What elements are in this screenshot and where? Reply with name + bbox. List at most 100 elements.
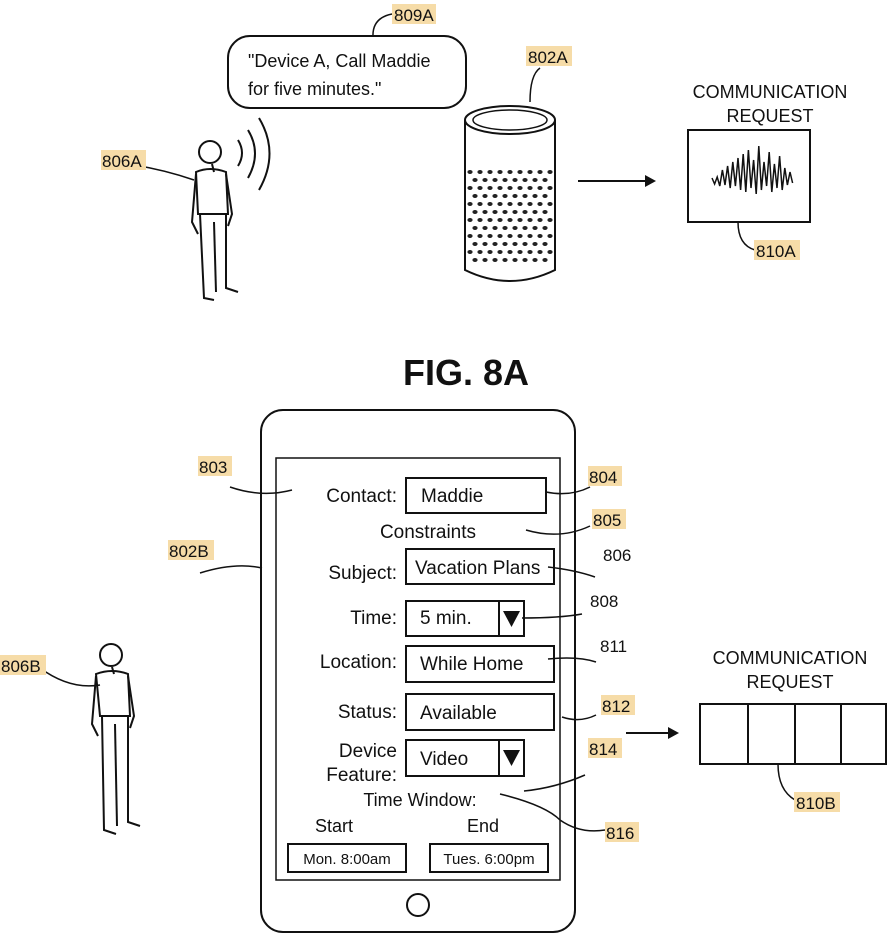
grille-dot [532, 258, 538, 262]
speaker-device-802a [464, 105, 556, 282]
grille-dot [487, 218, 493, 222]
start-time-value: Mon. 8:00am [303, 851, 391, 868]
grille-dot [477, 170, 483, 174]
grille-dot [522, 194, 528, 198]
grille-dot [537, 250, 543, 254]
request-b-line-1: COMMUNICATION [713, 648, 868, 668]
grille-dot [532, 226, 538, 230]
grille-dot [512, 178, 518, 182]
grille-dot [527, 202, 533, 206]
grille-dot [517, 234, 523, 238]
grille-dot [507, 170, 513, 174]
grille-dot [537, 202, 543, 206]
ref-802B: 802B [169, 542, 209, 561]
ref-806A: 806A [102, 152, 142, 171]
grille-dot [487, 202, 493, 206]
ref-highlight [198, 456, 232, 476]
request-b-line-2: REQUEST [746, 672, 833, 692]
speech-line-1: "Device A, Call Maddie [248, 51, 430, 71]
grille-dot [512, 194, 518, 198]
grille-dot [502, 194, 508, 198]
ref-highlight [794, 792, 840, 812]
request-a-line-2: REQUEST [726, 106, 813, 126]
grille-dot [472, 242, 478, 246]
arrow-to-request-b [626, 727, 679, 739]
location-label: Location: [320, 652, 397, 673]
grille-dot [492, 242, 498, 246]
grille-dot [487, 250, 493, 254]
leader-810A [737, 221, 756, 251]
grille-dot [477, 202, 483, 206]
tablet-device-802b [260, 409, 576, 933]
grille-dot [512, 226, 518, 230]
end-time-value: Tues. 6:00pm [443, 851, 534, 868]
ref-811: 811 [600, 637, 627, 656]
start-label: Start [315, 816, 353, 836]
leader-810B [777, 763, 796, 801]
ref-highlight [754, 240, 800, 260]
grille-dot [547, 186, 553, 190]
subject-value: Vacation Plans [415, 558, 540, 579]
ref-highlight [101, 150, 146, 170]
device-feature-label-2: Feature: [326, 765, 397, 786]
grille-dot [542, 258, 548, 262]
grille-dot [512, 258, 518, 262]
constraints-heading: Constraints [380, 522, 476, 543]
status-field[interactable] [405, 693, 555, 731]
subject-field[interactable] [405, 548, 555, 585]
grille-dot [502, 226, 508, 230]
grille-dot [487, 234, 493, 238]
grille-dot [472, 258, 478, 262]
grille-dot [532, 242, 538, 246]
grille-dot [537, 186, 543, 190]
device-feature-select[interactable] [405, 739, 525, 777]
ref-808: 808 [590, 592, 618, 611]
figure-caption: FIG. 8A [403, 352, 529, 393]
grille-dot [547, 250, 553, 254]
grille-dot [532, 194, 538, 198]
grille-dot [467, 202, 473, 206]
start-time-field[interactable] [287, 843, 407, 873]
grille-dot [512, 210, 518, 214]
contact-field[interactable] [405, 477, 547, 514]
grille-dot [492, 258, 498, 262]
ref-highlight [588, 738, 622, 758]
grille-dot [487, 186, 493, 190]
grille-dot [507, 186, 513, 190]
grille-dot [522, 178, 528, 182]
grille-dot [507, 202, 513, 206]
end-label: End [467, 816, 499, 836]
grille-dot [542, 194, 548, 198]
end-time-field[interactable] [429, 843, 549, 873]
grille-dot [517, 186, 523, 190]
grille-dot [472, 226, 478, 230]
grille-dot [542, 226, 548, 230]
device-feature-label-1: Device [339, 741, 397, 762]
grille-dot [522, 258, 528, 262]
grille-dot [502, 178, 508, 182]
ref-highlight [601, 695, 635, 715]
grille-dot [517, 170, 523, 174]
grille-dot [532, 178, 538, 182]
grille-dot [507, 218, 513, 222]
contact-label: Contact: [326, 486, 397, 507]
time-dropdown-icon[interactable] [503, 611, 520, 627]
grille-dot [522, 226, 528, 230]
grille-dot [537, 234, 543, 238]
grille-dot [542, 210, 548, 214]
status-value: Available [420, 703, 497, 724]
grille-dot [497, 250, 503, 254]
grille-dot [487, 170, 493, 174]
grille-dot [492, 210, 498, 214]
grille-dot [527, 186, 533, 190]
grille-dot [537, 170, 543, 174]
ref-812: 812 [602, 697, 630, 716]
location-field[interactable] [405, 645, 555, 683]
grille-dot [482, 194, 488, 198]
ref-highlight [0, 655, 46, 675]
device-feature-dropdown-icon[interactable] [503, 750, 520, 766]
person-806b-figure [90, 643, 141, 835]
grille-dot [482, 242, 488, 246]
grille-dot [517, 218, 523, 222]
